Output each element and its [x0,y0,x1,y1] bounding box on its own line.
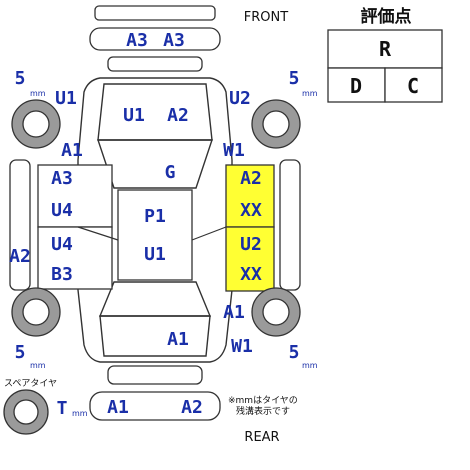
left-front-door-panel [37,164,113,228]
right-rocker-panel [279,159,301,291]
rear-window-panel [98,281,212,317]
front-left-tire [11,99,61,149]
spare-tire [3,389,49,435]
trunk-panel [99,315,211,357]
front-left-tread: 5 [15,68,26,89]
left-rear-door-mark-2: B3 [51,264,73,285]
rear-right-tread-unit: mm [302,361,318,370]
rear-left-tire [11,287,61,337]
left-rear-door-mark-1: U4 [51,234,73,255]
windshield-panel [97,139,213,189]
rear-right-tire [251,287,301,337]
grade-overall: R [379,37,392,61]
rear-label: REAR [244,430,279,445]
right-rear-door-mark-1: U2 [240,234,262,255]
hood-mark-2: A2 [167,105,189,126]
grade-table: 評価点 R D C [327,6,443,103]
fl-wheel-arch-mark: A1 [61,140,83,161]
left-rocker-mark: A2 [9,246,31,267]
spare-tire-label: スペアタイヤ [4,378,57,389]
front-bumper-mark-2: A3 [163,30,185,51]
front-grille-panel [94,5,216,21]
windshield-mark: G [165,162,176,183]
left-rear-door-panel [37,226,113,290]
grade-interior: D [350,74,362,98]
front-right-tread-unit: mm [302,89,318,98]
roof-panel [117,189,193,281]
rear-left-tread-unit: mm [30,361,46,370]
tread-note-line-2: 残溝表示です [236,405,290,417]
fr-wheel-arch-mark: W1 [223,140,245,161]
front-bumper-mark-1: A3 [126,30,148,51]
front-bumper-panel [89,27,221,51]
roof-mark-1: P1 [144,206,166,227]
grade-title: 評価点 [361,6,412,27]
roof-mark-2: U1 [144,244,166,265]
fl-fender-mark: U1 [55,88,77,109]
right-front-door-mark-1: A2 [240,168,262,189]
tread-note-line-1: ※mmはタイヤの [228,395,298,406]
rear-bumper-mark-2: A2 [181,397,203,418]
car-body-outline [77,77,233,363]
fr-fender-mark: U2 [229,88,251,109]
front-right-tire [251,99,301,149]
rear-lower-panel [107,365,203,385]
spare-tire-value: T [57,398,68,419]
right-rear-door-mark-2: XX [240,264,262,285]
left-front-door-mark-2: U4 [51,200,73,221]
left-front-door-mark-1: A3 [51,168,73,189]
hood-mark-1: U1 [123,105,145,126]
rear-left-tread: 5 [15,342,26,363]
left-rocker-panel [9,159,31,291]
grade-overall-cell [327,29,443,69]
hood-panel [97,83,213,141]
front-lower-grille [107,56,203,72]
right-front-door-mark-2: XX [240,200,262,221]
right-front-door-panel [225,164,275,228]
front-label: FRONT [244,10,288,25]
rear-bumper-mark-1: A1 [107,397,129,418]
rr-wheel-arch-mark: W1 [231,336,253,357]
front-left-tread-unit: mm [30,89,46,98]
spare-tire-unit: mm [72,409,88,418]
trunk-mark: A1 [167,329,189,350]
rr-quarter-mark: A1 [223,302,245,323]
grade-exterior-cell [384,67,443,103]
right-rear-door-panel [225,226,275,292]
grade-exterior: C [407,74,419,98]
front-right-tread: 5 [289,68,300,89]
rear-right-tread: 5 [289,342,300,363]
grade-interior-cell [327,67,386,103]
rear-bumper-panel [89,391,221,421]
